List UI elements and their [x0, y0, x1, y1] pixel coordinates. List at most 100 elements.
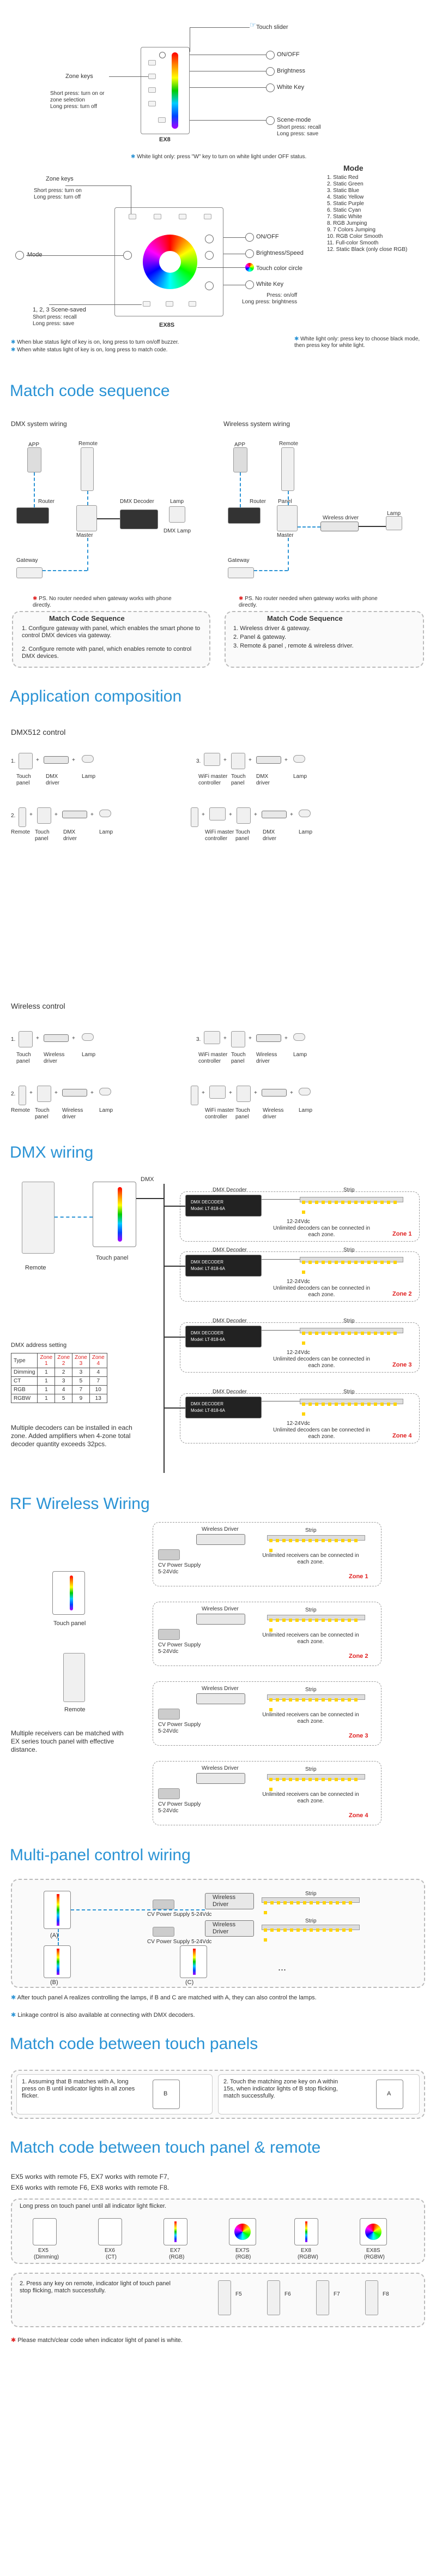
dmx-driver-icon — [44, 756, 69, 764]
ex8s-zone-key-3[interactable] — [179, 214, 186, 219]
touch-panel-icon — [19, 753, 33, 769]
sun-icon — [266, 67, 275, 76]
dmx-wiring-subtitle: DMX system wiring — [11, 420, 67, 428]
remote-f6-label: F6 — [284, 2291, 291, 2297]
wireless-driver-label-1: Wireless Driver — [213, 1894, 236, 1908]
rf-touch-panel-label: Touch panel — [53, 1620, 86, 1627]
match-step-1-card — [16, 2074, 213, 2114]
ex8s-zone-key-4[interactable] — [204, 214, 211, 219]
panel-b-label: (B) — [50, 1979, 58, 1986]
gateway-label: Gateway — [228, 558, 250, 564]
remote-f6 — [267, 2280, 280, 2315]
ex8s-zone-key-2[interactable] — [154, 214, 161, 219]
dmx-address-table: Type Zone 1 Zone 2 Zone 3 Zone 4 Dimming… — [10, 1353, 107, 1403]
white-only-note: ✱ White light only: press key to choose … — [294, 336, 420, 349]
lamp-icon — [293, 1033, 305, 1041]
router-icon — [228, 507, 261, 524]
lamp-icon — [99, 1088, 111, 1095]
remote-icon — [281, 447, 294, 491]
mode-icon[interactable] — [123, 251, 132, 260]
ex8s-zone-key-1[interactable] — [129, 214, 136, 219]
ex8-zone-key-2[interactable] — [148, 74, 156, 79]
ex8-touch-slider[interactable] — [172, 52, 178, 129]
wireless-driver-icon — [62, 1089, 87, 1097]
match-code-sequence-title: Match code sequence — [10, 382, 170, 400]
ps-note: ✱ PS. No router needed when gateway work… — [239, 596, 378, 608]
dmx-sequence-box — [12, 611, 210, 668]
wl-seq-title: Match Code Sequence — [267, 614, 343, 622]
ex8-zone-key-3[interactable] — [148, 87, 156, 93]
color-circle-icon — [245, 263, 254, 272]
wireless-driver-icon — [262, 1089, 287, 1097]
wl-comp-row2-left: 2. + + + Remote Touch panel Wireless dri… — [11, 1086, 207, 1120]
white-key-icon — [245, 280, 254, 289]
remote-f5-label: F5 — [235, 2291, 242, 2297]
panel-a-small — [376, 2080, 403, 2109]
wl-seq-step-2: 2. Panel & gateway. — [233, 634, 287, 640]
app-label: APP — [234, 442, 246, 448]
gateway-label: Gateway — [16, 558, 38, 564]
lamp-icon — [386, 516, 402, 530]
rf-zone-3: Wireless Driver Strip CV Power Supply 5-… — [153, 1681, 425, 1752]
match-remote-line-1: EX5 works with remote F5, EX7 works with… — [11, 2173, 169, 2180]
dmx-seq-title: Match Code Sequence — [49, 614, 125, 622]
gateway-icon — [16, 567, 43, 578]
ex8-scene-key[interactable] — [158, 117, 166, 123]
match-remote-title: Match code between touch panel & remote — [10, 2138, 321, 2156]
ex8s-diagram: Zone keys Short press: turn on Long pres… — [0, 164, 436, 360]
dmx-driver-icon — [256, 756, 281, 764]
rf-touch-panel — [52, 1571, 85, 1615]
wireless-driver-icon — [44, 1034, 69, 1042]
remote-device — [22, 1182, 55, 1254]
mode-title: Mode — [343, 164, 364, 172]
remote-f7-label: F7 — [334, 2291, 340, 2297]
white-key-icon[interactable] — [205, 281, 214, 290]
dmx-comp-row1-right: 3. + + + WiFi master controller Touch pa… — [196, 753, 425, 791]
panel-a-label: (A) — [50, 1932, 58, 1939]
remote-icon — [19, 807, 26, 827]
lamp-icon — [82, 1033, 94, 1041]
brightness-icon[interactable] — [205, 251, 214, 260]
scene-key-3[interactable] — [189, 301, 196, 307]
zone-keys-desc: Short press: turn on Long press: turn of… — [34, 188, 82, 200]
scene-mode-label: Scene-mode — [277, 117, 311, 123]
app-label: APP — [28, 442, 40, 448]
rf-remote — [63, 1653, 85, 1702]
rf-zone-1: Wireless Driver Strip CV Power Supply 5-… — [153, 1522, 425, 1593]
ex8-zone-key-4[interactable] — [148, 101, 156, 106]
scene-key-1[interactable] — [143, 301, 150, 307]
brightness-label: Brightness — [277, 68, 305, 74]
ex8-zone-key-1[interactable] — [148, 60, 156, 65]
on-off-label: ON/OFF — [256, 233, 279, 240]
gateway-icon — [228, 567, 254, 578]
scene-key-2[interactable] — [166, 301, 173, 307]
power-icon[interactable] — [205, 235, 214, 243]
dmx-driver-icon — [62, 811, 87, 818]
rf-zone-2: Wireless Driver Strip CV Power Supply 5-… — [153, 1602, 425, 1673]
scene-saved-label: 1, 2, 3 Scene-saved — [33, 307, 86, 313]
remote-f5 — [218, 2280, 231, 2315]
application-composition-title: Application composition — [10, 687, 182, 705]
touch-panel-slider — [118, 1187, 122, 1242]
dmx-seq-step-2: 2. Configure remote with panel, which en… — [22, 646, 192, 660]
remote-label: Remote — [25, 1265, 46, 1271]
ex6-label: EX6 — [105, 2248, 115, 2254]
remote-icon — [81, 447, 94, 491]
long-press-text: Long press on touch panel until all indi… — [20, 2203, 167, 2209]
dmx-note: Multiple decoders can be installed in ea… — [11, 1424, 132, 1448]
wireless-control-subtitle: Wireless control — [11, 1002, 65, 1010]
dmx-label: DMX — [141, 1176, 154, 1183]
match-remote-line-2: EX6 works with remote F6, EX8 works with… — [11, 2184, 169, 2191]
remote-icon — [191, 807, 198, 827]
remote-icon — [191, 1086, 198, 1105]
ps-note: ✱ PS. No router needed when gateway work… — [33, 596, 172, 608]
touch-panel-icon — [231, 1031, 245, 1047]
zone-keys-label: Zone keys — [65, 73, 93, 80]
ex7-label: EX7 — [170, 2248, 180, 2254]
power-icon[interactable] — [159, 52, 166, 58]
touch-panel-icon — [237, 1086, 251, 1102]
dmx-system-diagram: APP Remote Router Master DMX Decoder Lam… — [11, 431, 213, 671]
white-key-label: White Key — [256, 281, 284, 287]
touch-panel-device — [93, 1182, 136, 1247]
strip-label-2: Strip — [305, 1918, 317, 1924]
